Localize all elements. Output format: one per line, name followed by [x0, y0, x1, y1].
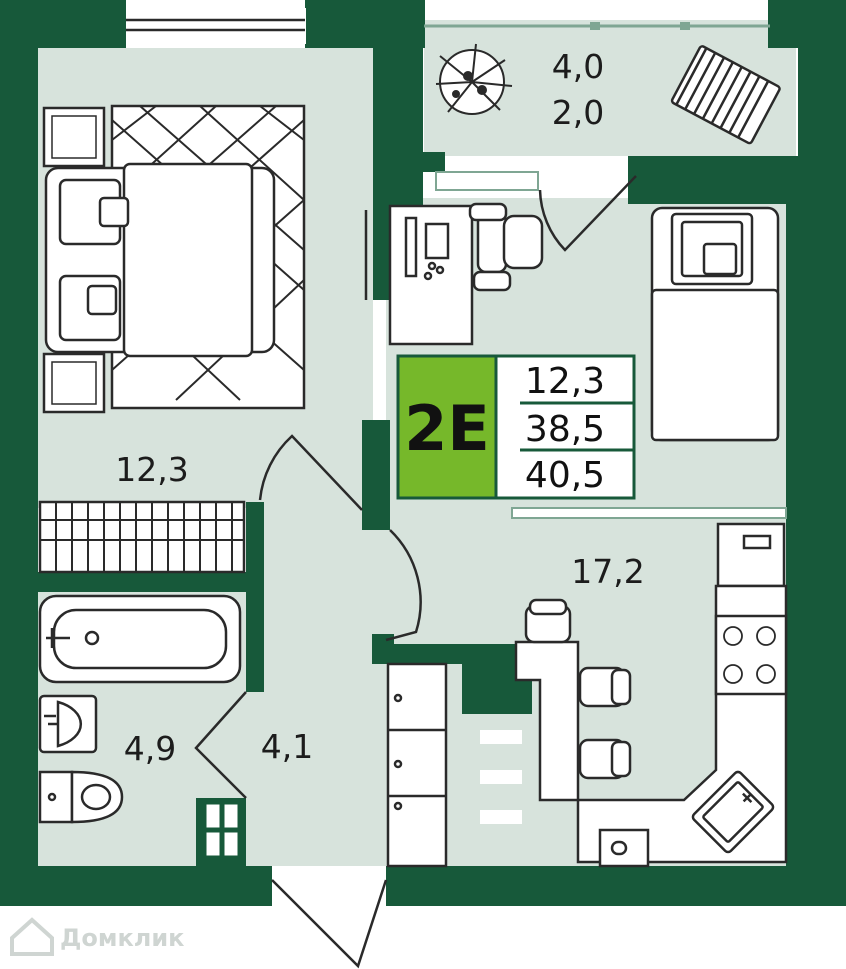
- wall-bedroom-bathroom: [38, 572, 246, 592]
- kitchen-partition-line: [511, 507, 787, 519]
- doors: [194, 175, 637, 969]
- total-area-value: 38,5: [525, 409, 605, 450]
- balcony-door-window: [435, 171, 539, 191]
- nightstand-top: [42, 106, 106, 168]
- wall-outer-left: [0, 0, 38, 905]
- walls: [0, 0, 846, 906]
- badge-areas-bg: [494, 354, 636, 500]
- nightstand-bottom: [42, 352, 106, 414]
- balcony-full-area-label: 4,0: [552, 47, 604, 86]
- bedroom-furniture: [42, 104, 306, 414]
- wall-balcony-inner: [423, 152, 445, 172]
- hallway-wardrobe: [386, 662, 522, 868]
- house-logo-icon: [10, 917, 54, 956]
- kitchen-furniture: [514, 522, 788, 868]
- office-chair: [468, 202, 544, 292]
- wall-outer-bottom-right: [386, 866, 846, 906]
- windows: [126, 8, 787, 519]
- wall-center-vertical-lower: [362, 420, 390, 530]
- balcony-reduced-area-label: 2,0: [552, 93, 604, 132]
- dining-chairs: [524, 598, 632, 780]
- living-door-swing: [385, 529, 422, 642]
- watermark-text: Домклик: [60, 924, 184, 952]
- monitor-icon: [424, 222, 450, 260]
- bathroom-area-label: 4,9: [124, 729, 176, 768]
- balcony-door-swing: [538, 175, 637, 252]
- living-furniture: [364, 202, 780, 442]
- entrance-door-swing: [271, 879, 388, 969]
- wall-outer-top-left: [0, 0, 126, 48]
- bedroom-area-label: 12,3: [115, 450, 188, 489]
- watermark: Домклик: [10, 917, 184, 956]
- hallway-floor: [246, 500, 386, 866]
- fridge: [716, 522, 786, 588]
- balcony-railing: [424, 22, 770, 30]
- kitchen-table: [514, 640, 580, 802]
- toilet: [38, 770, 124, 824]
- apartment-badge: 2E 12,3 38,5 40,5: [396, 354, 636, 500]
- total-area-with-balcony-value: 40,5: [525, 455, 605, 496]
- wall-outer-right: [786, 156, 846, 906]
- kitchen-sink: [691, 770, 775, 854]
- room-labels: 12,3 4,9 4,1 17,2 4,0 2,0: [115, 47, 644, 768]
- bedroom-window: [126, 8, 306, 44]
- wardrobe: [38, 500, 246, 574]
- hallway-area-label: 4,1: [261, 727, 313, 766]
- apartment-code: 2E: [404, 392, 490, 465]
- wall-outer-bottom-left: [0, 866, 272, 906]
- bathroom-fixtures: [38, 594, 242, 856]
- hallway-shelves: [480, 730, 522, 824]
- wall-bath-hall-lower: [196, 798, 246, 866]
- sun-lounger-icon: [670, 45, 781, 145]
- plant-icon: [435, 43, 513, 115]
- bathroom-shaft: [206, 804, 238, 856]
- bathroom-door-swing: [194, 691, 247, 799]
- bedroom-door-swing: [258, 434, 363, 511]
- balcony-furniture: [435, 43, 781, 145]
- single-bed: [650, 206, 780, 442]
- living-area-value: 12,3: [525, 361, 605, 402]
- bed-blanket: [122, 162, 254, 358]
- stove: [714, 614, 788, 696]
- kitchen-living-area-label: 17,2: [571, 552, 644, 591]
- wall-bath-hall-upper: [246, 502, 264, 692]
